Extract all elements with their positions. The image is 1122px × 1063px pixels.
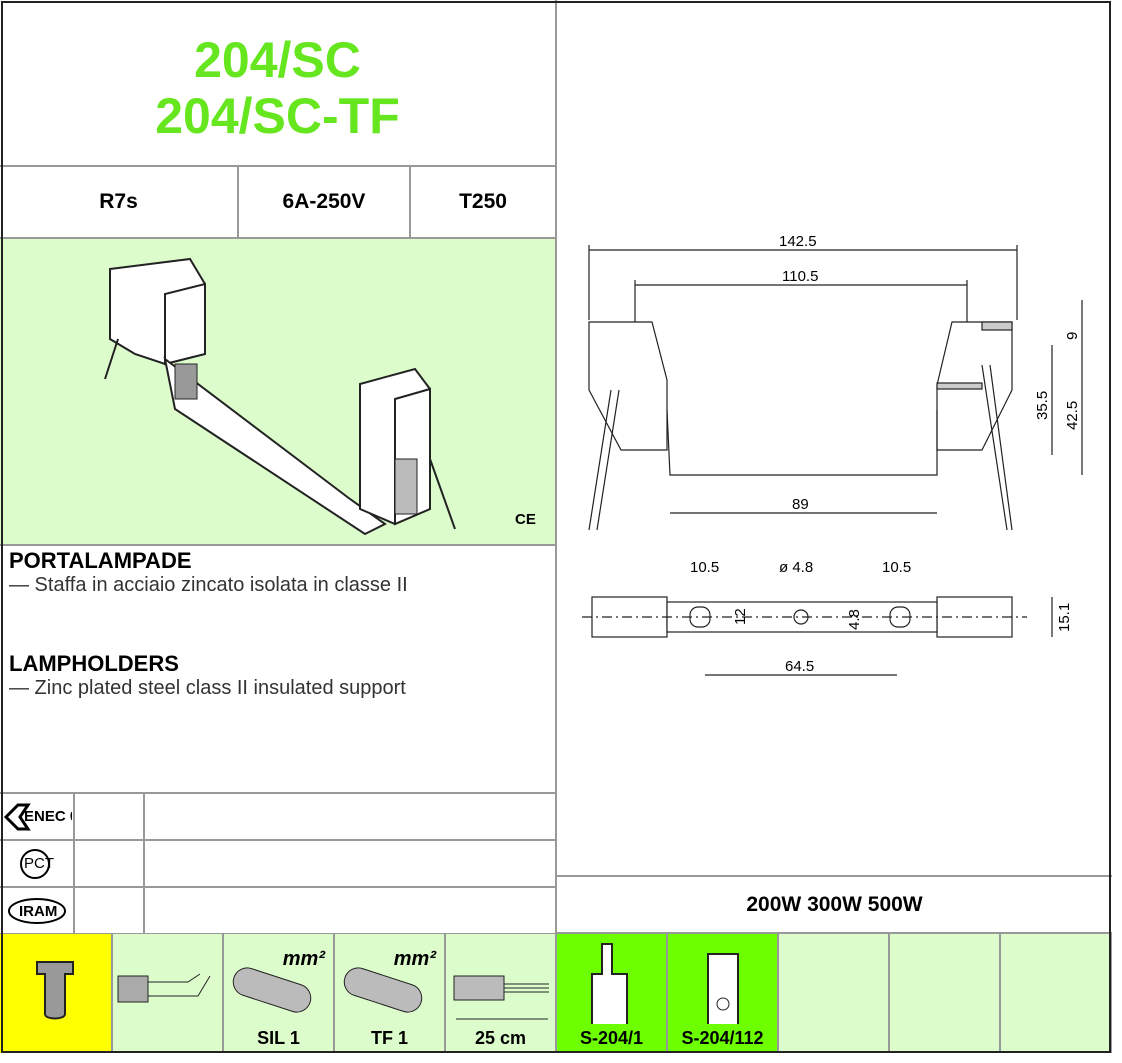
title-line-2: 204/SC-TF: [155, 88, 400, 144]
accessory-s-204-112: S-204/112: [668, 934, 779, 1053]
dim-slot-2: 10.5: [882, 559, 911, 576]
dim-slot-1: 10.5: [690, 559, 719, 576]
dim-42-5: 42.5: [1064, 401, 1081, 430]
text-en: — Zinc plated steel class II insulated s…: [9, 677, 406, 699]
cable-sil-icon: mm² SIL 1: [224, 934, 335, 1053]
spec-rating: 6A-250V: [239, 167, 411, 239]
dim-total-width: 142.5: [779, 233, 817, 250]
accessory-s-204-1: S-204/1: [557, 934, 668, 1053]
spec-temperature: T250: [411, 167, 557, 239]
iram-mark: IRAM: [19, 903, 57, 920]
screw-terminal-icon: [0, 934, 113, 1053]
dim-35-5: 35.5: [1034, 391, 1051, 420]
spec-socket: R7s: [0, 167, 239, 239]
wattage: 200W 300W 500W: [557, 875, 1112, 934]
cert-cell: [145, 888, 557, 935]
dim-hole: ø 4.8: [779, 559, 813, 576]
label-acc1: S-204/1: [579, 1028, 644, 1048]
dim-15-1: 15.1: [1056, 603, 1073, 632]
heading-it: PORTALAMPADE: [9, 548, 192, 573]
push-wire-icon: [113, 934, 224, 1053]
empty-cell: [1001, 934, 1112, 1053]
cert-cell: [145, 794, 557, 841]
label-acc2: S-204/112: [681, 1028, 764, 1048]
label-sil: SIL 1: [257, 1028, 300, 1048]
cable-tf-icon: mm² TF 1: [335, 934, 446, 1053]
cert-cell: [75, 794, 145, 841]
dim-base-width: 89: [792, 496, 809, 513]
cert-cell: [145, 841, 557, 888]
label-length: 25 cm: [474, 1028, 527, 1048]
dim-9: 9: [1064, 332, 1081, 340]
lampholder-illustration: CE: [104, 257, 536, 536]
empty-cell: [779, 934, 890, 1053]
pct-mark: PCT: [24, 855, 54, 872]
iram-icon: IRAM: [0, 888, 75, 935]
dim-center: 64.5: [785, 658, 814, 675]
description: PORTALAMPADE — Staffa in acciaio zincato…: [0, 546, 557, 794]
title-line-1: 204/SC: [194, 32, 361, 88]
cable-length-icon: 25 cm: [446, 934, 557, 1053]
enec-03-icon: ENEC 03: [0, 794, 75, 841]
cert-cell: [75, 841, 145, 888]
pct-icon: PCT: [0, 841, 75, 888]
ce-mark: CE: [515, 511, 536, 528]
heading-en: LAMPHOLDERS: [9, 651, 179, 676]
label-tf: TF 1: [370, 1028, 408, 1048]
unit-mm2: mm²: [282, 948, 325, 970]
product-title: 204/SC 204/SC-TF: [0, 0, 557, 167]
enec-mark: ENEC 03: [24, 808, 72, 825]
product-photo: CE: [0, 239, 557, 546]
cert-cell: [75, 888, 145, 935]
unit-mm2: mm²: [393, 948, 436, 970]
empty-cell: [890, 934, 1001, 1053]
dim-12: 12: [732, 608, 749, 625]
technical-drawing: 142.5 110.5 89 9 35.5 42.5 10.5 ø 4.8 10…: [557, 0, 1112, 875]
dim-inner-width: 110.5: [782, 268, 818, 285]
dim-4-8: 4.8: [846, 609, 863, 630]
text-it: — Staffa in acciaio zincato isolata in c…: [9, 574, 408, 596]
